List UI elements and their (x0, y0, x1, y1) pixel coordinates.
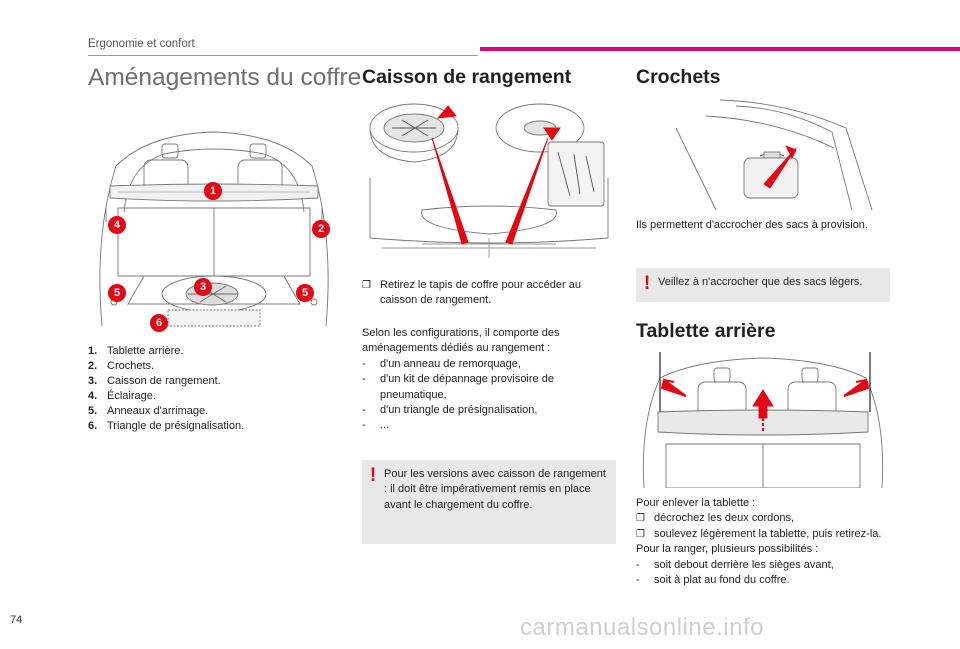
caisson-description: Selon les configurations, il comporte de… (362, 326, 616, 434)
legend-item: 2.Crochets. (88, 360, 155, 372)
storage-box-illustration (362, 98, 616, 268)
list-item: -soit à plat au fond du coffre. (636, 574, 790, 587)
section-title-tablette: Tablette arrière (636, 320, 776, 342)
tablette-instructions: Pour enlever la tablette : ❐décrochez le… (636, 496, 896, 588)
callout-5-left: 5 (108, 284, 126, 302)
warning-icon: ! (643, 273, 651, 294)
section-title-crochets: Crochets (636, 66, 721, 88)
callout-1: 1 (204, 182, 222, 200)
legend-item: 3.Caisson de rangement. (88, 375, 221, 387)
list-item: -d'un anneau de remorquage, (362, 357, 521, 370)
legend-item: 4.Éclairage. (88, 390, 156, 402)
callout-2: 2 (312, 220, 330, 238)
legend-list: 1.Tablette arrière. 2.Crochets. 3.Caisso… (88, 344, 338, 434)
list-item: -soit debout derrière les sièges avant, (636, 558, 834, 571)
caisson-warning-note: ! Pour les versions avec caisson de rang… (362, 460, 616, 544)
list-item: ❐soulevez légèrement la tablette, puis r… (636, 527, 882, 540)
caisson-step: ❐Retirez le tapis de coffre pour accéder… (362, 279, 581, 307)
section-label: Ergonomie et confort (88, 38, 195, 50)
list-item: -d'un kit de dépannage provisoire de pne… (362, 373, 554, 401)
watermark: carmanualsonline.info (520, 614, 764, 641)
page-title: Aménagements du coffre (88, 64, 362, 91)
header-rule (88, 55, 478, 56)
section-title-caisson: Caisson de rangement (362, 66, 572, 88)
legend-item: 5.Anneaux d'arrimage. (88, 405, 209, 417)
callout-3: 3 (194, 278, 212, 296)
crochets-description: Ils permettent d'accrocher des sacs à pr… (636, 219, 868, 231)
crochets-warning-note: ! Veillez à n'accrocher que des sacs lég… (636, 268, 890, 302)
warning-icon: ! (369, 465, 377, 486)
header-accent-bar (480, 47, 960, 51)
callout-5-right: 5 (296, 284, 314, 302)
list-item: -... (362, 419, 390, 432)
legend-item: 6.Triangle de présignalisation. (88, 420, 245, 432)
list-item: ❐décrochez les deux cordons, (636, 512, 795, 525)
trunk-overview-illustration (88, 126, 340, 334)
hooks-illustration (636, 98, 890, 210)
callout-6: 6 (150, 314, 168, 332)
page-number: 74 (10, 614, 23, 626)
legend-item: 1.Tablette arrière. (88, 345, 184, 357)
list-item: -d'un triangle de présignalisation, (362, 404, 538, 417)
parcel-shelf-illustration (636, 352, 890, 488)
callout-4: 4 (108, 216, 126, 234)
